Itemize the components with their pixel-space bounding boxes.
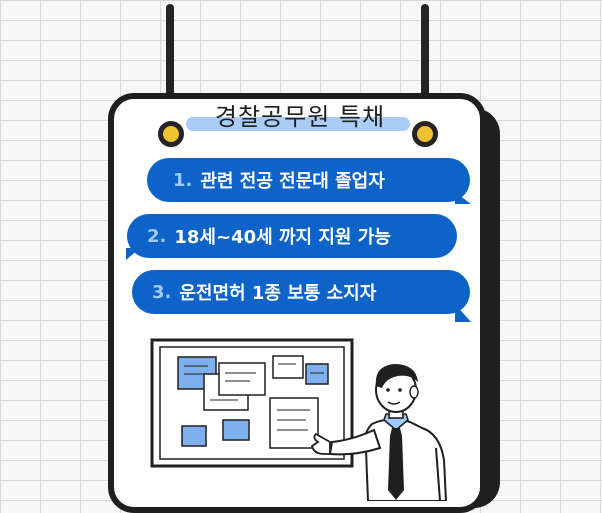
list-item: 3. 운전면허 1종 보통 소지자 <box>132 270 470 314</box>
sticky-note-icon <box>181 419 250 447</box>
presenter-icon <box>310 364 448 501</box>
paper-note-icon <box>203 362 266 411</box>
page-title: 경찰공무원 특채 <box>214 102 386 131</box>
bubble-tail <box>455 304 471 322</box>
hanging-rod-right <box>421 4 429 128</box>
list-item-text: 18세~40세 까지 지원 가능 <box>174 227 391 248</box>
ring-right-icon <box>412 121 438 147</box>
list-item-number: 2. <box>147 225 167 247</box>
sticky-note-icon <box>305 363 329 385</box>
presenter-with-corkboard-icon <box>150 338 448 501</box>
list-item-text: 운전면허 1종 보통 소지자 <box>179 283 377 304</box>
paper-note-icon <box>272 355 304 379</box>
hanging-rod-left <box>166 4 174 128</box>
list-item-number: 1. <box>173 169 193 191</box>
list-item-text: 관련 전공 전문대 졸업자 <box>200 171 385 192</box>
bubble-tail <box>126 248 140 260</box>
title-highlight <box>186 117 410 131</box>
list-item: 2. 18세~40세 까지 지원 가능 <box>127 214 457 258</box>
bubble-tail <box>455 192 471 204</box>
paper-note-icon <box>269 397 319 449</box>
list-item-number: 3. <box>152 281 172 303</box>
ring-left-icon <box>158 121 184 147</box>
list-item: 1. 관련 전공 전문대 졸업자 <box>147 158 470 202</box>
